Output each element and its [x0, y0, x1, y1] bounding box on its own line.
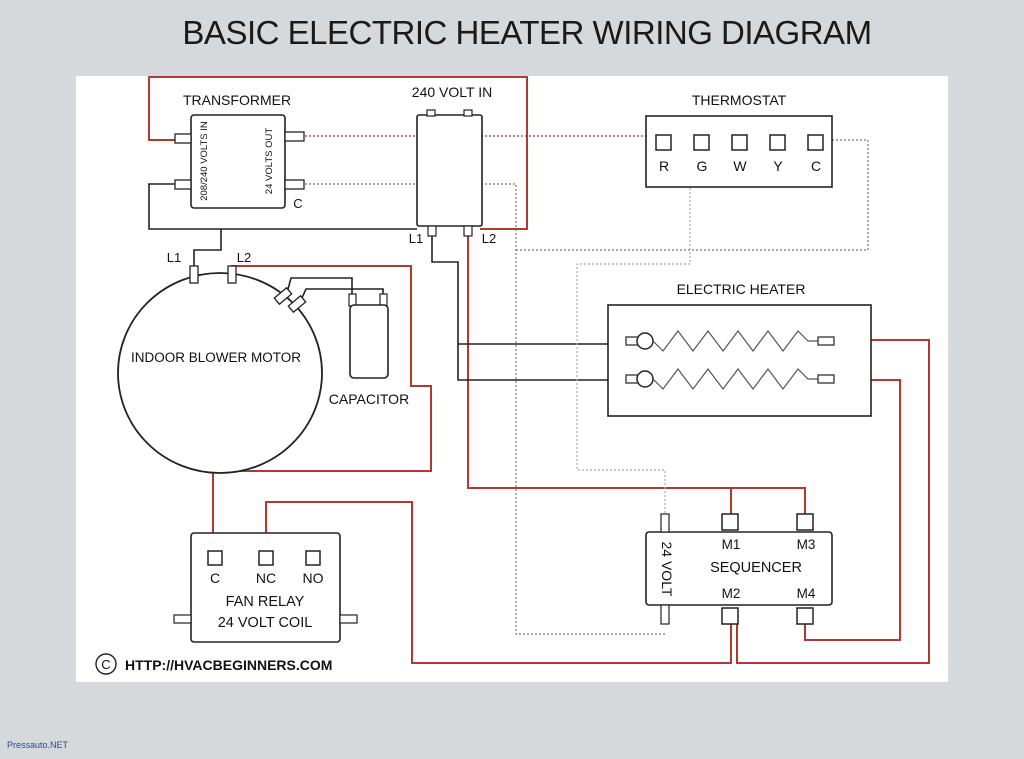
thermostat: THERMOSTAT R G W Y C: [645, 92, 833, 188]
transformer-c-label: C: [293, 196, 302, 211]
transformer-out-label: 24 VOLTS OUT: [264, 128, 275, 195]
transformer-in-label: 208/240 VOLTS IN: [199, 121, 210, 201]
capacitor: CAPACITOR: [329, 293, 409, 407]
blower-motor: L1 L2 INDOOR BLOWER MOTOR: [117, 250, 323, 474]
svg-text:NO: NO: [303, 570, 324, 586]
sequencer-m3-label: M3: [797, 537, 816, 552]
transformer-label: TRANSFORMER: [183, 92, 291, 108]
relay-terminal-no: NO: [303, 550, 324, 586]
capacitor-label: CAPACITOR: [329, 391, 409, 407]
watermark: Pressauto.NET: [7, 740, 69, 750]
svg-text:NC: NC: [256, 570, 276, 586]
heating-element-bottom: [652, 368, 818, 390]
supply-l2-label: L2: [482, 231, 496, 246]
thermostat-terminal-g: G: [693, 134, 710, 174]
copyright-icon: [95, 653, 117, 675]
wire-heater-bottom-m4: [804, 379, 901, 641]
fan-relay-label: FAN RELAY: [226, 594, 305, 610]
heating-element-top: [652, 330, 818, 352]
thermostat-label: THERMOSTAT: [692, 92, 787, 108]
wire-transformer-neutral: [148, 183, 417, 230]
svg-text:R: R: [659, 158, 669, 174]
thermostat-terminal-c: C: [807, 134, 824, 174]
black-wires: [148, 183, 630, 381]
power-supply: 240 VOLT IN L1 L2: [409, 84, 496, 246]
wire-24v-c: [305, 183, 665, 635]
wire-l2-sequencer: [467, 236, 806, 514]
fan-relay-coil-label: 24 VOLT COIL: [218, 615, 313, 631]
wire-motor-l1: [193, 229, 222, 274]
wire-relay-nc: [265, 501, 732, 664]
thermostat-terminal-y: Y: [769, 134, 786, 174]
page-title: BASIC ELECTRIC HEATER WIRING DIAGRAM: [182, 14, 872, 51]
power-wires: [148, 76, 930, 664]
thermostat-terminal-w: W: [731, 134, 748, 174]
wire-l1-heater-bottom: [431, 236, 630, 381]
sequencer: 24 VOLT M1 M3 SEQUENCER M2 M4: [645, 513, 833, 625]
sequencer-24volt-label: 24 VOLT: [659, 542, 675, 597]
svg-text:C: C: [811, 158, 821, 174]
website-label: HTTP://HVACBEGINNERS.COM: [125, 657, 332, 673]
relay-terminal-nc: NC: [256, 550, 276, 586]
sequencer-m4-label: M4: [797, 586, 816, 601]
svg-text:W: W: [733, 158, 747, 174]
sequencer-m2-label: M2: [722, 586, 741, 601]
sequencer-label: SEQUENCER: [710, 560, 802, 576]
motor-label: INDOOR BLOWER MOTOR: [131, 350, 301, 365]
motor-l1-label: L1: [167, 250, 181, 265]
wire-capacitor-a: [286, 277, 353, 296]
supply-label: 240 VOLT IN: [412, 84, 492, 100]
wire-heater-top-m4: [736, 339, 930, 664]
relay-terminal-c: C: [207, 550, 223, 586]
fan-relay: C NC NO FAN RELAY 24 VOLT COIL: [173, 532, 358, 643]
copyright-credit: C HTTP://HVACBEGINNERS.COM: [95, 653, 332, 675]
svg-text:Y: Y: [773, 158, 783, 174]
svg-text:G: G: [697, 158, 708, 174]
sequencer-m1-label: M1: [722, 537, 741, 552]
heater-label: ELECTRIC HEATER: [677, 281, 806, 297]
wire-motor-l2: [212, 265, 432, 552]
wire-transformer-line: [148, 76, 528, 230]
wire-capacitor-b: [300, 288, 384, 301]
motor-l2-label: L2: [237, 250, 251, 265]
wire-thermostat-c: [516, 139, 869, 251]
svg-text:C: C: [210, 570, 220, 586]
electric-heater: ELECTRIC HEATER: [607, 281, 872, 417]
supply-l1-label: L1: [409, 231, 423, 246]
thermostat-terminal-r: R: [655, 134, 672, 174]
transformer: TRANSFORMER 208/240 VOLTS IN 24 VOLTS OU…: [174, 92, 305, 211]
copyright-letter: C: [101, 657, 110, 672]
